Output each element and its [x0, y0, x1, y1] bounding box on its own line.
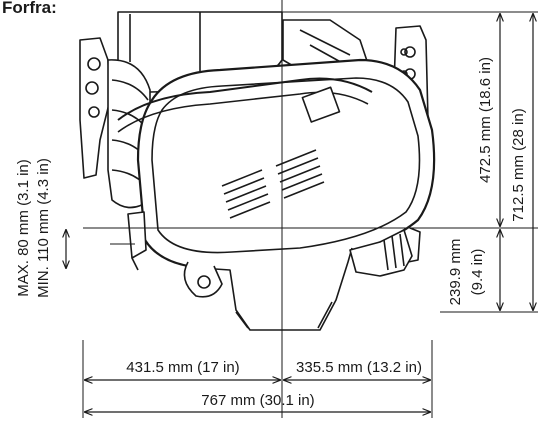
label-height-total: 712.5 mm (28 in): [510, 108, 527, 221]
label-height-lower-mm: 239.9 mm: [447, 239, 464, 306]
left-foot: [183, 261, 223, 298]
label-width-left: 431.5 mm (17 in): [126, 359, 239, 376]
page-title: Forfra:: [2, 0, 57, 17]
center-lines: [83, 0, 538, 418]
dimension-labels: 472.5 mm (18.6 in) 712.5 mm (28 in) 239.…: [15, 57, 527, 409]
intake-pipe: [117, 77, 373, 121]
label-height-upper: 472.5 mm (18.6 in): [477, 57, 494, 183]
label-clearance-min: MIN. 110 mm (4.3 in): [35, 158, 52, 298]
machine-illustration: [79, 11, 436, 331]
left-frame: [79, 37, 111, 179]
dimension-arrows: [66, 14, 533, 412]
extension-lines: [82, 11, 538, 418]
lower-assembly: [199, 247, 353, 331]
label-width-total: 767 mm (30.1 in): [201, 392, 314, 409]
vent-slots: [221, 149, 325, 219]
label-width-right: 335.5 mm (13.2 in): [296, 359, 422, 376]
label-height-lower-in: (9.4 in): [469, 249, 486, 296]
main-body: [136, 58, 436, 270]
label-clearance-max: MAX. 80 mm (3.1 in): [15, 159, 32, 297]
control-box: [301, 86, 341, 123]
